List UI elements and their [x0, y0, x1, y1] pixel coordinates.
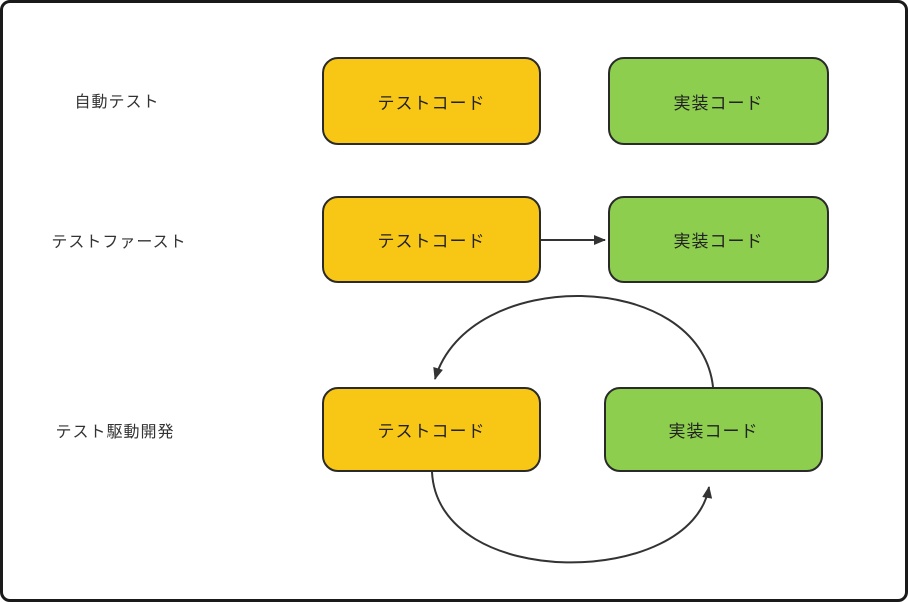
row-label-test-driven-development: テスト駆動開発 — [55, 424, 175, 441]
node-test-code-row3: テストコード — [322, 387, 541, 472]
curved-arrow-impl-to-test — [433, 295, 714, 388]
node-impl-code-row3: 実装コード — [604, 387, 823, 472]
row-label-test-first: テストファースト — [51, 234, 187, 251]
node-impl-code-row1: 実装コード — [608, 57, 829, 145]
curved-arrow-test-to-impl — [431, 471, 713, 564]
node-impl-code-row2: 実装コード — [608, 196, 829, 283]
node-test-code-row2: テストコード — [322, 196, 541, 283]
node-test-code-row1: テストコード — [322, 57, 541, 145]
row-label-automated-test: 自動テスト — [74, 94, 160, 111]
